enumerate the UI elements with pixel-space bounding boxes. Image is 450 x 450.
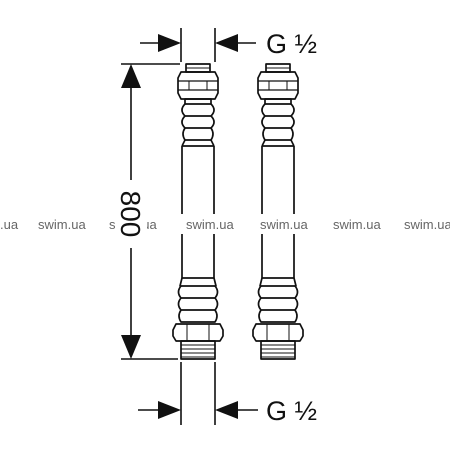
arrow-left-icon (215, 401, 238, 419)
watermark-text: .ua (0, 217, 19, 232)
watermark-text: swim.ua (186, 217, 234, 232)
arrow-down-icon (121, 335, 141, 359)
watermark-band: .ua swim.ua swim.ua swim.ua swim.ua swim… (0, 214, 450, 234)
arrow-right-icon (158, 34, 181, 52)
watermark-text: swim.ua (260, 217, 308, 232)
hose-left (172, 63, 224, 360)
length-label-group: 800 (115, 180, 147, 248)
bottom-thread-dimension (138, 362, 258, 425)
watermark-text: swim.ua (333, 217, 381, 232)
watermark-text: swim.ua (38, 217, 86, 232)
bottom-thread-label: G ½ (266, 396, 317, 426)
hose-right (252, 63, 304, 360)
length-label: 800 (115, 191, 146, 238)
watermark-text: swim.ua (404, 217, 450, 232)
arrow-left-icon (215, 34, 238, 52)
top-thread-dimension (140, 28, 256, 62)
arrow-up-icon (121, 64, 141, 88)
arrow-right-icon (158, 401, 181, 419)
top-thread-label: G ½ (266, 29, 317, 59)
